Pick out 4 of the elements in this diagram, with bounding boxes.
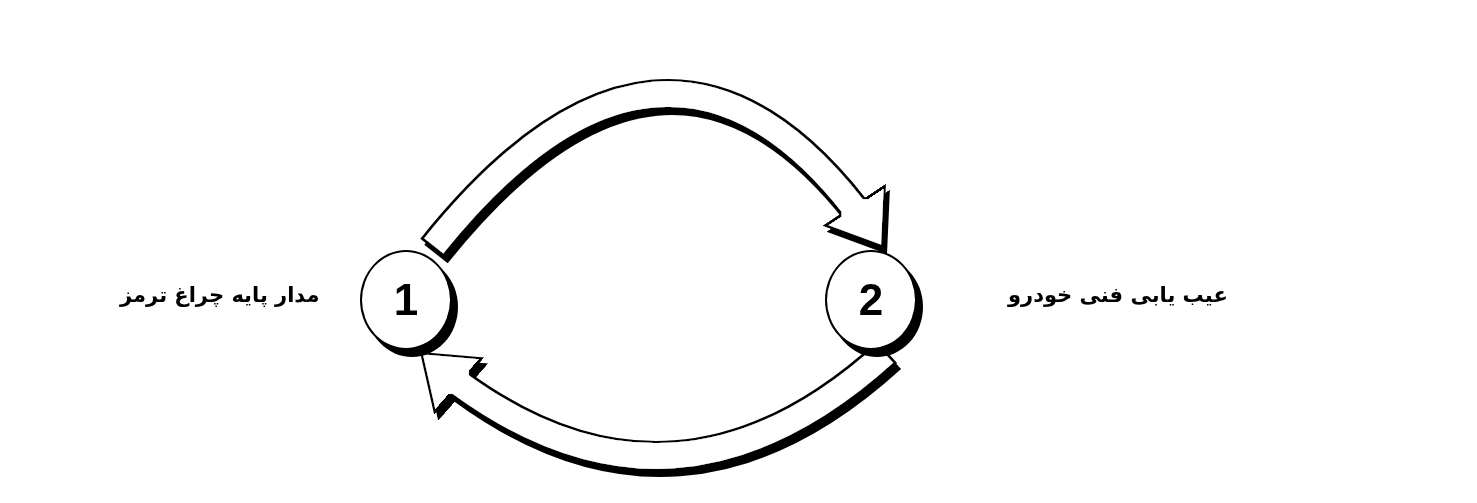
step-number: 1 bbox=[393, 275, 419, 325]
step-number: 2 bbox=[858, 275, 884, 325]
caption-text: عیب یابی فنی خودرو bbox=[1008, 283, 1228, 307]
caption-text: مدار پایه چراغ ترمز bbox=[120, 283, 320, 307]
